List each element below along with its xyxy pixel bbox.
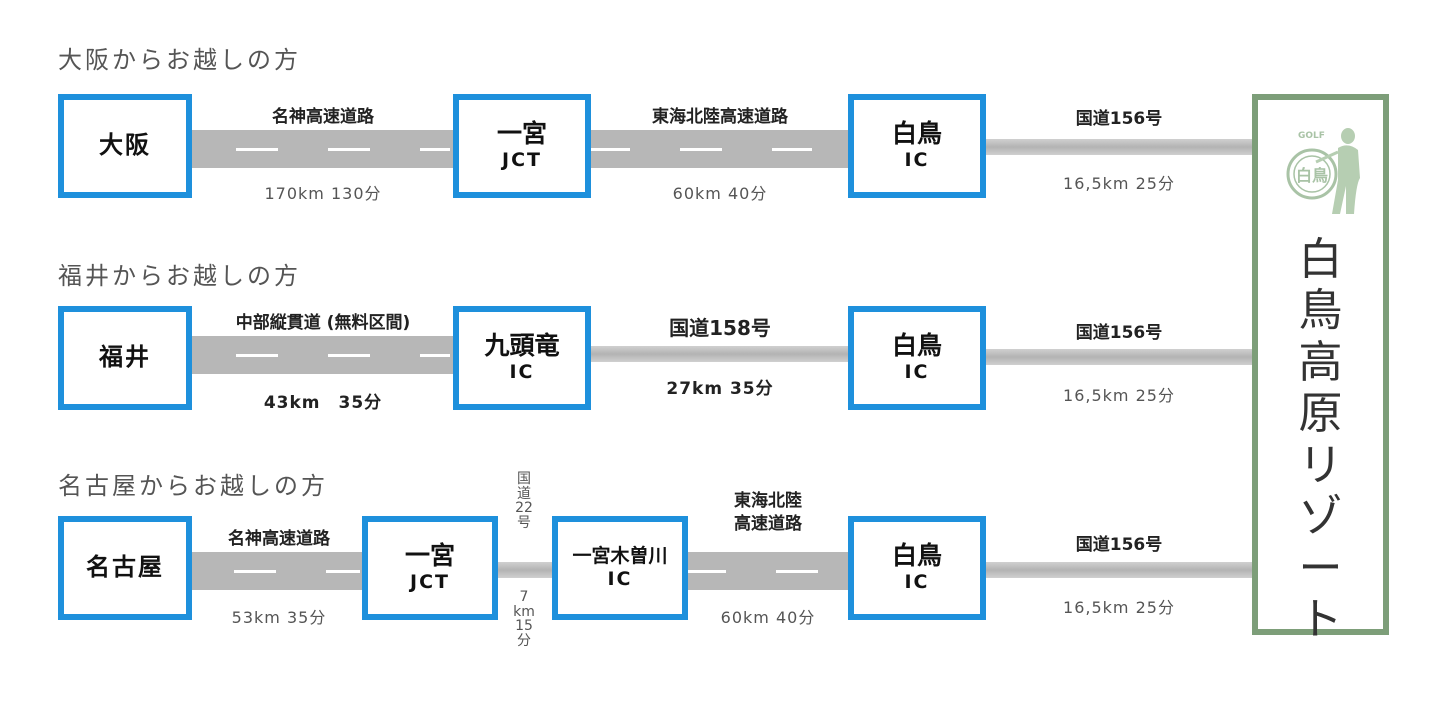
seg1-stats-nagoya: 53km 35分 xyxy=(231,608,327,627)
node-osaka-label: 大阪 xyxy=(99,131,151,160)
link-stats-route22: 7 km 15 分 xyxy=(513,589,535,650)
node-fukui: 福井 xyxy=(58,306,192,410)
node-sub: IC xyxy=(904,570,930,593)
seg3-name-osaka: 国道156号 xyxy=(1075,109,1163,129)
node-shirotori-ic-1: 白鳥 IC xyxy=(848,94,986,198)
road-chubu-jukan xyxy=(188,336,456,374)
node-fukui-label: 福井 xyxy=(99,343,151,372)
seg2-name-fukui: 国道158号 xyxy=(669,316,771,340)
destination-shirotori-kogen-resort: 白鳥 GOLF 白 鳥 高 原 リ ゾ ー ト xyxy=(1252,94,1389,645)
road-route156-fukui xyxy=(982,349,1254,365)
destination-name: 白 鳥 高 原 リ ゾ ー ト xyxy=(1298,234,1343,646)
road-route22 xyxy=(494,562,556,578)
seg2-stats-nagoya: 60km 40分 xyxy=(720,608,816,627)
route-title-fukui: 福井からお越しの方 xyxy=(58,262,301,290)
seg2-stats-osaka: 60km 40分 xyxy=(672,184,768,203)
node-shirotori-ic-3: 白鳥 IC xyxy=(848,516,986,620)
node-name: 白鳥 xyxy=(891,119,942,149)
node-sub: IC xyxy=(904,148,930,171)
node-shirotori-ic-2: 白鳥 IC xyxy=(848,306,986,410)
seg3-stats-fukui: 16,5km 25分 xyxy=(1063,386,1175,405)
node-nagoya-label: 名古屋 xyxy=(86,553,164,582)
seg3-stats-nagoya: 16,5km 25分 xyxy=(1063,598,1175,617)
route-title-osaka: 大阪からお越しの方 xyxy=(58,46,301,74)
route-title-nagoya: 名古屋からお越しの方 xyxy=(58,472,328,500)
node-kuzuryu-ic: 九頭竜 IC xyxy=(453,306,591,410)
seg2-name-nagoya: 東海北陸 高速道路 xyxy=(734,491,802,534)
seg1-name-nagoya: 名神高速道路 xyxy=(228,529,330,549)
node-name: 白鳥 xyxy=(891,331,942,361)
road-meishin-osaka xyxy=(188,130,456,168)
seg1-stats-osaka: 170km 130分 xyxy=(264,184,382,203)
node-sub: IC xyxy=(607,567,633,590)
road-tokai-hokuriku-nagoya xyxy=(684,552,852,590)
node-nagoya: 名古屋 xyxy=(58,516,192,620)
node-name: 一宮木曽川 xyxy=(572,544,668,567)
road-route158 xyxy=(588,346,852,362)
node-ichinomiya-kisogawa-ic: 一宮木曽川 IC xyxy=(552,516,688,620)
road-route156-nagoya xyxy=(982,562,1254,578)
road-tokai-hokuriku-osaka xyxy=(588,130,852,168)
node-name: 一宮 xyxy=(496,119,547,149)
node-name: 一宮 xyxy=(404,541,455,571)
node-name: 九頭竜 xyxy=(484,331,560,361)
road-meishin-nagoya xyxy=(188,552,368,590)
node-sub: IC xyxy=(509,360,535,383)
node-name: 白鳥 xyxy=(891,541,942,571)
node-ichinomiya-jct-1: 一宮 JCT xyxy=(453,94,591,198)
seg3-stats-osaka: 16,5km 25分 xyxy=(1063,174,1175,193)
logo-text: GOLF xyxy=(1298,131,1325,141)
seg2-name-osaka: 東海北陸高速道路 xyxy=(652,107,788,127)
seg1-stats-fukui: 43km 35分 xyxy=(263,393,383,413)
node-ichinomiya-jct-3: 一宮 JCT xyxy=(362,516,498,620)
seg3-name-fukui: 国道156号 xyxy=(1075,323,1163,343)
seg2-stats-fukui: 27km 35分 xyxy=(666,379,774,399)
link-name-route22: 国 道 22 号 xyxy=(515,471,533,532)
seg1-name-osaka: 名神高速道路 xyxy=(272,107,374,127)
node-osaka: 大阪 xyxy=(58,94,192,198)
node-sub: IC xyxy=(904,360,930,383)
logo-mark: 白鳥 xyxy=(1296,166,1328,185)
node-sub: JCT xyxy=(502,148,542,171)
seg1-name-fukui: 中部縦貫道 (無料区間) xyxy=(235,313,411,333)
seg3-name-nagoya: 国道156号 xyxy=(1075,535,1163,555)
road-route156-osaka xyxy=(982,139,1254,155)
node-sub: JCT xyxy=(410,570,450,593)
golfer-logo-icon: 白鳥 GOLF xyxy=(1286,128,1360,214)
